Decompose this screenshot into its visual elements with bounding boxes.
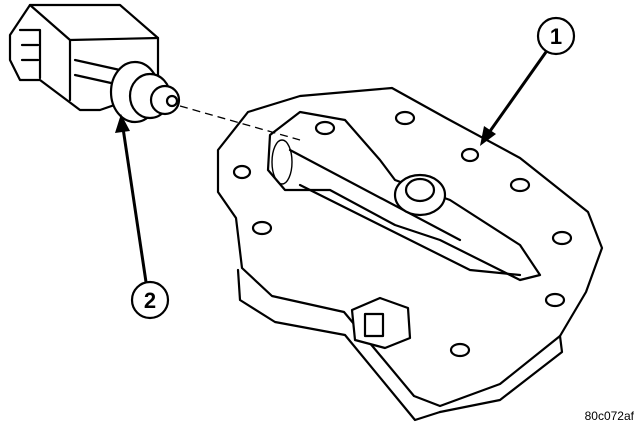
plate-part <box>216 86 604 422</box>
sensor-part <box>8 3 181 124</box>
figure-code: 80c072af <box>584 409 634 423</box>
callout-1 <box>480 16 576 146</box>
arrowhead-icon <box>480 126 496 146</box>
arrowhead-icon <box>115 114 130 133</box>
callout-2 <box>115 114 170 320</box>
alignment-dashed-line <box>179 105 301 141</box>
